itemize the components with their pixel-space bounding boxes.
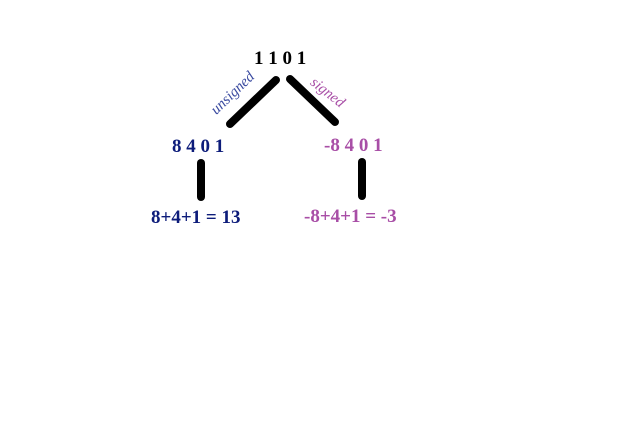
unsigned-sum: 8+4+1 = 13	[151, 207, 241, 228]
signed-weights: -8 4 0 1	[324, 135, 383, 156]
signed-branch-line	[286, 75, 339, 126]
unsigned-weights: 8 4 0 1	[172, 136, 225, 157]
signed-sum: -8+4+1 = -3	[304, 206, 397, 227]
root-bits: 1 1 0 1	[254, 48, 307, 69]
unsigned-branch-line	[226, 76, 280, 128]
